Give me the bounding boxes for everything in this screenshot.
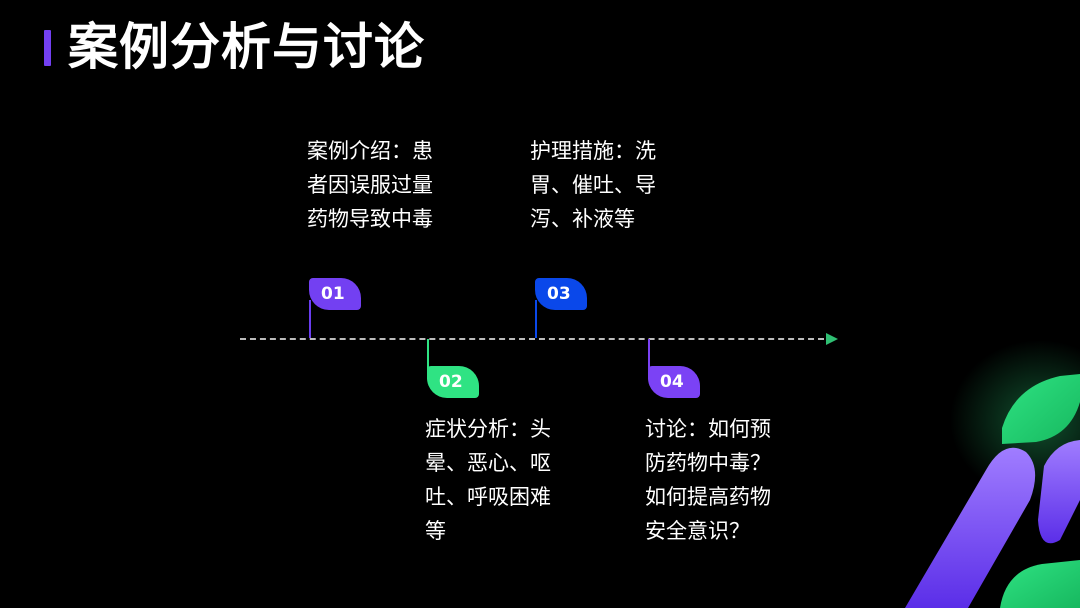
bar-decoration-left xyxy=(905,447,1036,608)
step-02-connector xyxy=(427,339,429,379)
step-03-badge: 03 xyxy=(535,278,587,310)
step-04-badge: 04 xyxy=(648,366,700,398)
title-accent-bar xyxy=(44,30,51,66)
step-01-badge: 01 xyxy=(309,278,361,310)
timeline-line xyxy=(240,338,824,340)
step-02-badge: 02 xyxy=(427,366,479,398)
glow-decoration xyxy=(950,340,1080,500)
leaf-decoration-top xyxy=(1002,374,1080,444)
step-03-text: 护理措施：洗胃、催吐、导泻、补液等 xyxy=(530,139,656,231)
leaf-decoration-bottom xyxy=(1000,560,1080,608)
step-03-connector xyxy=(535,300,537,338)
step-04-text: 讨论：如何预防药物中毒？如何提高药物安全意识？ xyxy=(645,417,771,543)
timeline-arrow-icon xyxy=(826,333,838,345)
step-04-connector xyxy=(648,339,650,379)
page-title: 案例分析与讨论 xyxy=(68,18,425,76)
step-01-connector xyxy=(309,300,311,338)
step-01-text: 案例介绍：患者因误服过量药物导致中毒 xyxy=(307,139,433,231)
step-02-text: 症状分析：头晕、恶心、呕吐、呼吸困难等 xyxy=(425,417,551,543)
bar-decoration-right xyxy=(1038,440,1080,544)
